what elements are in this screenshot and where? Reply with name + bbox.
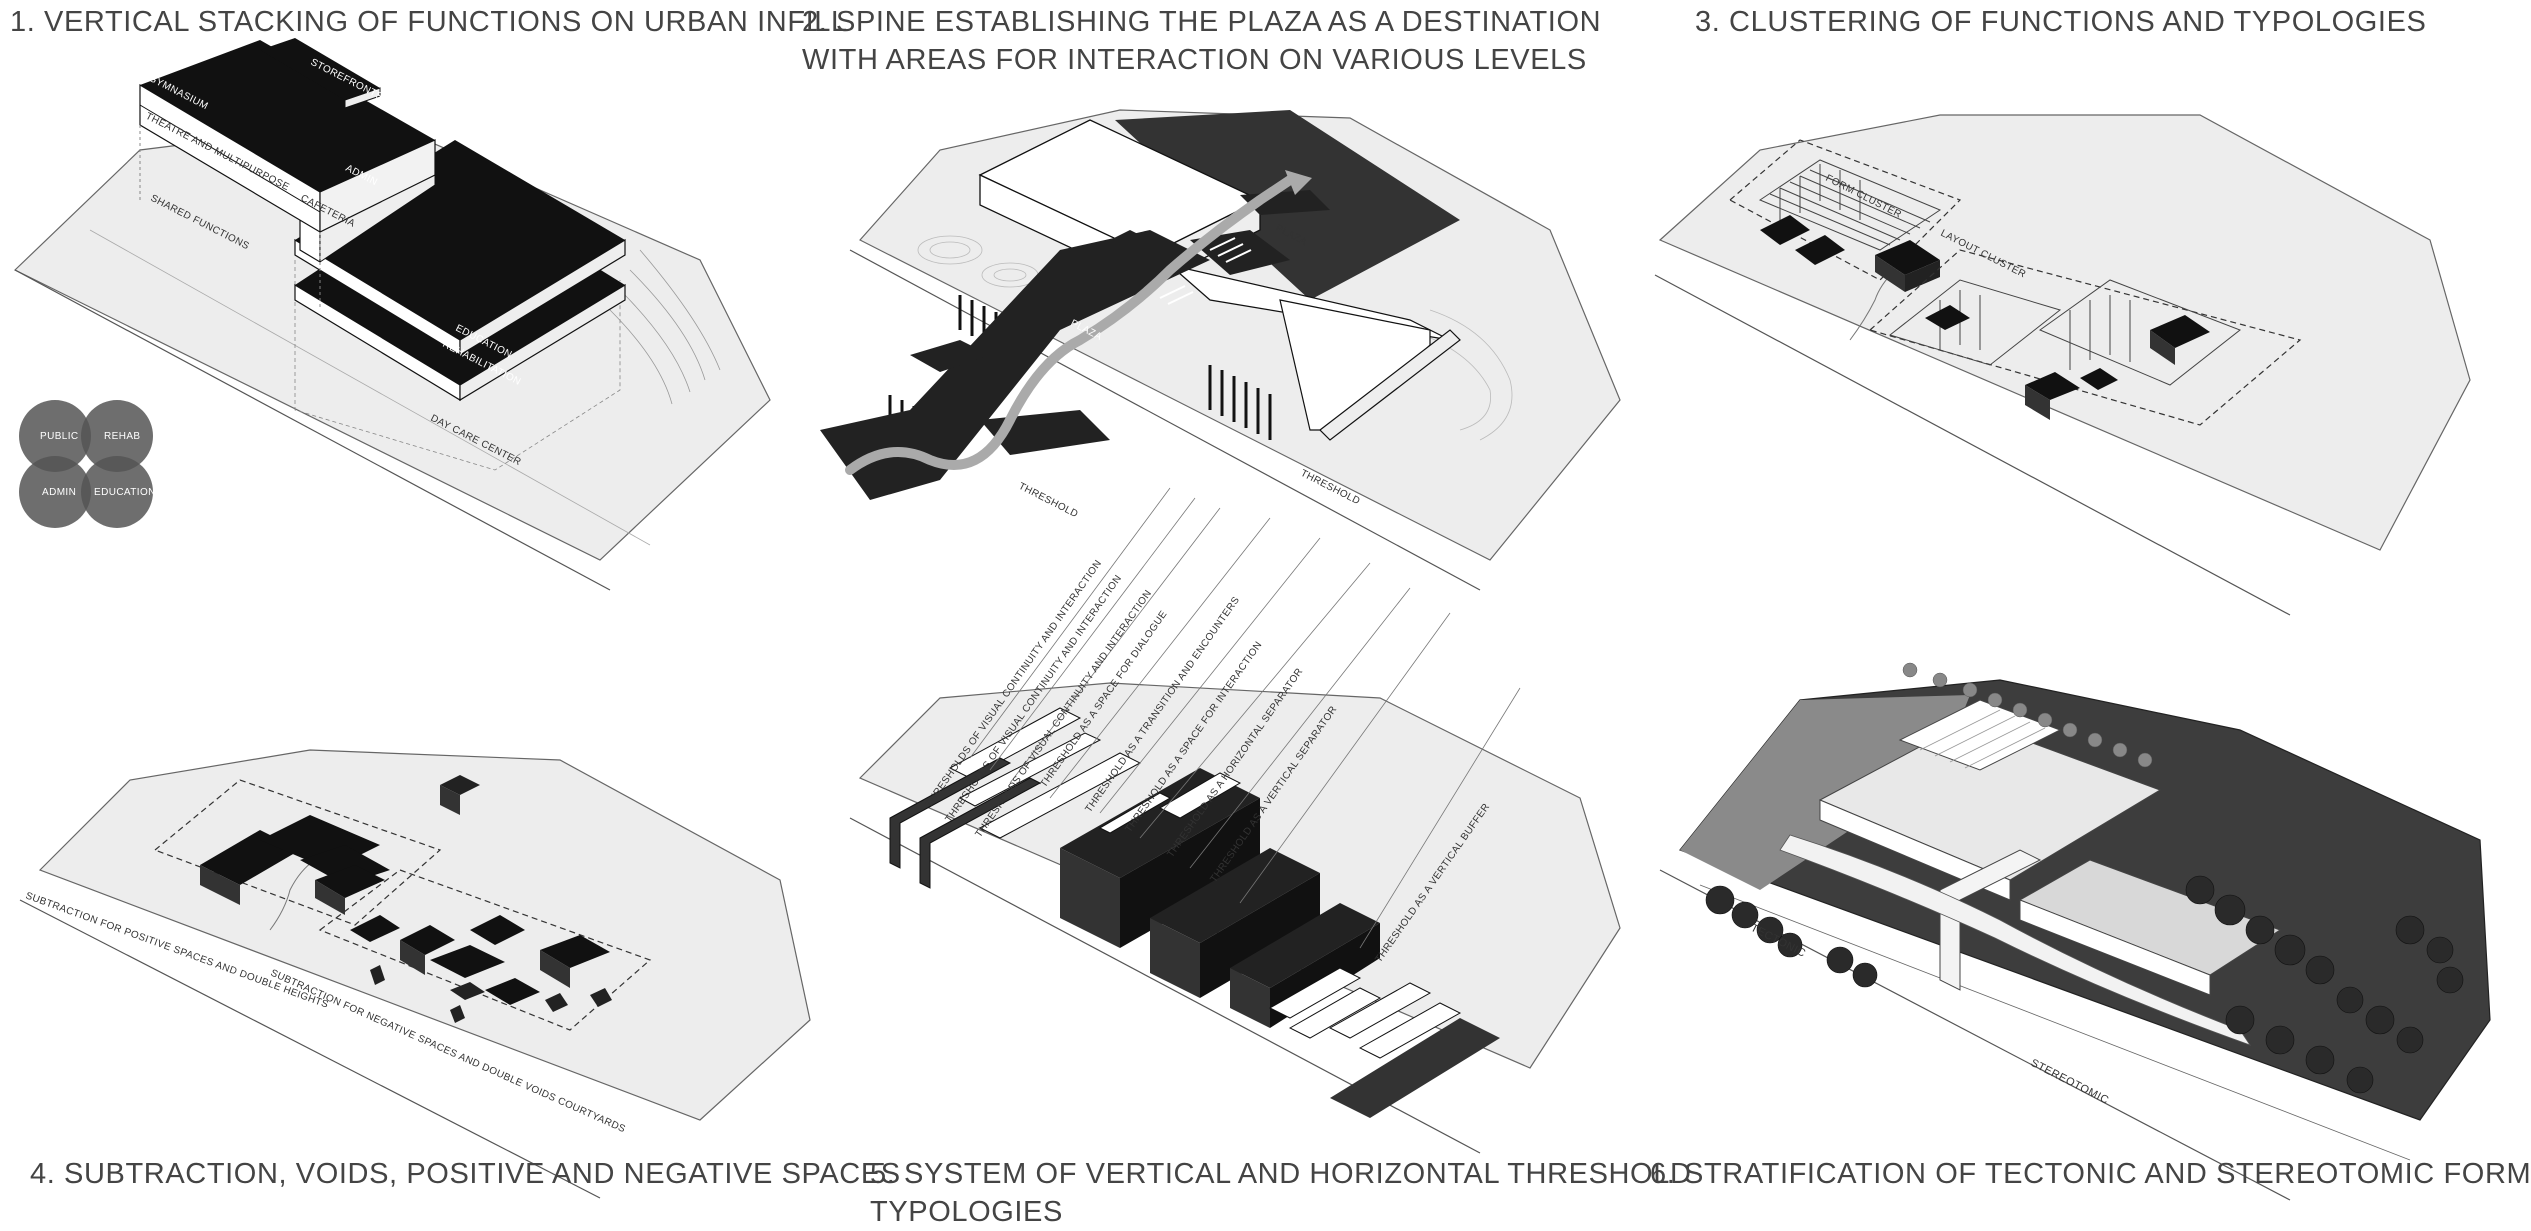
panel-4-title: 4. SUBTRACTION, VOIDS, POSITIVE AND NEGA… — [30, 1158, 901, 1190]
panel-vertical-stacking: 1. VERTICAL STACKING OF FUNCTIONS ON URB… — [0, 0, 847, 600]
arrow-icon — [1285, 170, 1312, 195]
venn-rehab: REHAB — [104, 431, 140, 442]
road-line — [14, 269, 611, 591]
site-ground — [1658, 114, 2471, 551]
panel-5-title: 5. SYSTEM OF VERTICAL AND HORIZONTAL THR… — [870, 1158, 1692, 1228]
venn-diagram: PUBLIC REHAB ADMIN EDUCATION — [19, 400, 156, 528]
panel-stratification: TECTONIC STEREOTOMIC 6. STRATIFICATION O… — [1640, 600, 2531, 1208]
panel-5-drawing-main: THRESHOLDS OF VISUAL CONTINUITY AND INTE… — [849, 487, 1621, 1154]
panel-6-title: 6. STRATIFICATION OF TECTONIC AND STEREO… — [1650, 1158, 2531, 1190]
panel-clustering: 3. CLUSTERING OF FUNCTIONS AND TYPOLOGIE… — [1640, 0, 2500, 616]
venn-education: EDUCATION — [94, 487, 156, 498]
venn-admin: ADMIN — [42, 487, 76, 498]
panel-spine-plaza: 2. SPINE ESTABLISHING THE PLAZA AS A DES… — [790, 0, 1650, 600]
venn-public: PUBLIC — [40, 431, 79, 442]
label-stereotomic: STEREOTOMIC — [2029, 1057, 2111, 1107]
panel-1-title: 1. VERTICAL STACKING OF FUNCTIONS ON URB… — [10, 6, 848, 38]
panel-4-drawing: SUBTRACTION FOR POSITIVE SPACES AND DOUB… — [19, 749, 811, 1199]
panel-2-drawing: PLAZA PLAZA THRESHOLD THRESHOLD — [820, 109, 1621, 591]
panel-3-title: 3. CLUSTERING OF FUNCTIONS AND TYPOLOGIE… — [1695, 6, 2427, 38]
panel-3-drawing: FORM CLUSTER LAYOUT CLUSTER — [1654, 114, 2471, 616]
spine-path — [845, 175, 1295, 475]
panel-6-drawing: TECTONIC STEREOTOMIC — [1659, 662, 2491, 1201]
panel-subtraction: SUBTRACTION FOR POSITIVE SPACES AND DOUB… — [0, 600, 900, 1208]
panel-2-title: 2. SPINE ESTABLISHING THE PLAZA AS A DES… — [802, 6, 1602, 76]
panel-1-drawing: STOREFRONTS GYMNASIUM THEATRE AND MULTIP… — [13, 38, 771, 591]
